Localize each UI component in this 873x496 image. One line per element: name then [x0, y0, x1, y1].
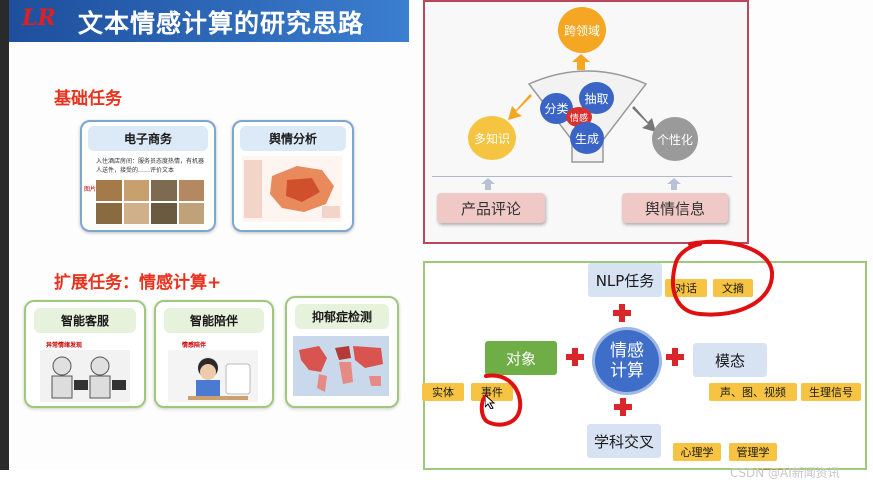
mouse-cursor-icon	[485, 395, 495, 409]
watermark: CSDN @AI新闻资讯	[730, 464, 840, 481]
annotation-circle-nlp	[673, 242, 772, 315]
